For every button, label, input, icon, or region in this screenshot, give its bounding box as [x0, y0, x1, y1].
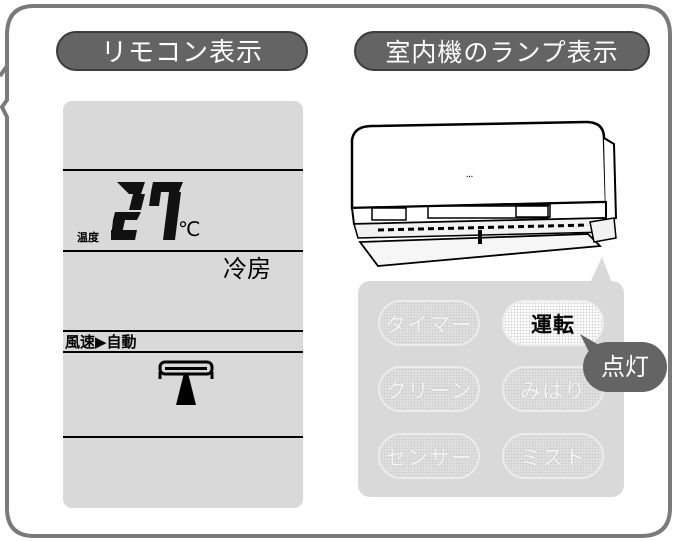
temperature-value: 27 — [63, 101, 64, 102]
lamp-clean: クリーン — [378, 366, 480, 412]
lcd-divider — [63, 169, 303, 171]
airflow-louver-icon — [158, 360, 214, 405]
remote-lcd-display: 温度 27 ℃ 冷房 風速▶自動 — [63, 101, 303, 508]
panel-pointer — [590, 257, 612, 283]
lamp-timer: タイマー — [378, 300, 480, 346]
remote-display-tab: リモコン表示 — [56, 31, 308, 71]
lamp-mihari: みはり — [502, 366, 604, 412]
indoor-unit-illustration: ••• — [350, 120, 618, 267]
lcd-divider — [63, 436, 303, 438]
temperature-digits — [111, 182, 183, 240]
lamp-mist: ミスト — [502, 433, 604, 479]
fan-speed-label: 風速▶自動 — [65, 333, 137, 351]
lcd-divider — [63, 330, 303, 332]
lcd-divider — [63, 250, 303, 252]
temperature-unit: ℃ — [178, 217, 201, 241]
operation-mode: 冷房 — [223, 255, 271, 283]
lcd-divider — [63, 351, 303, 353]
indoor-lamp-tab: 室内機のランプ表示 — [354, 31, 650, 71]
svg-text:•••: ••• — [466, 174, 473, 179]
callout-pointer — [580, 334, 604, 354]
lamp-sensor: センサー — [378, 433, 480, 479]
temperature-caption: 温度 — [77, 231, 99, 244]
